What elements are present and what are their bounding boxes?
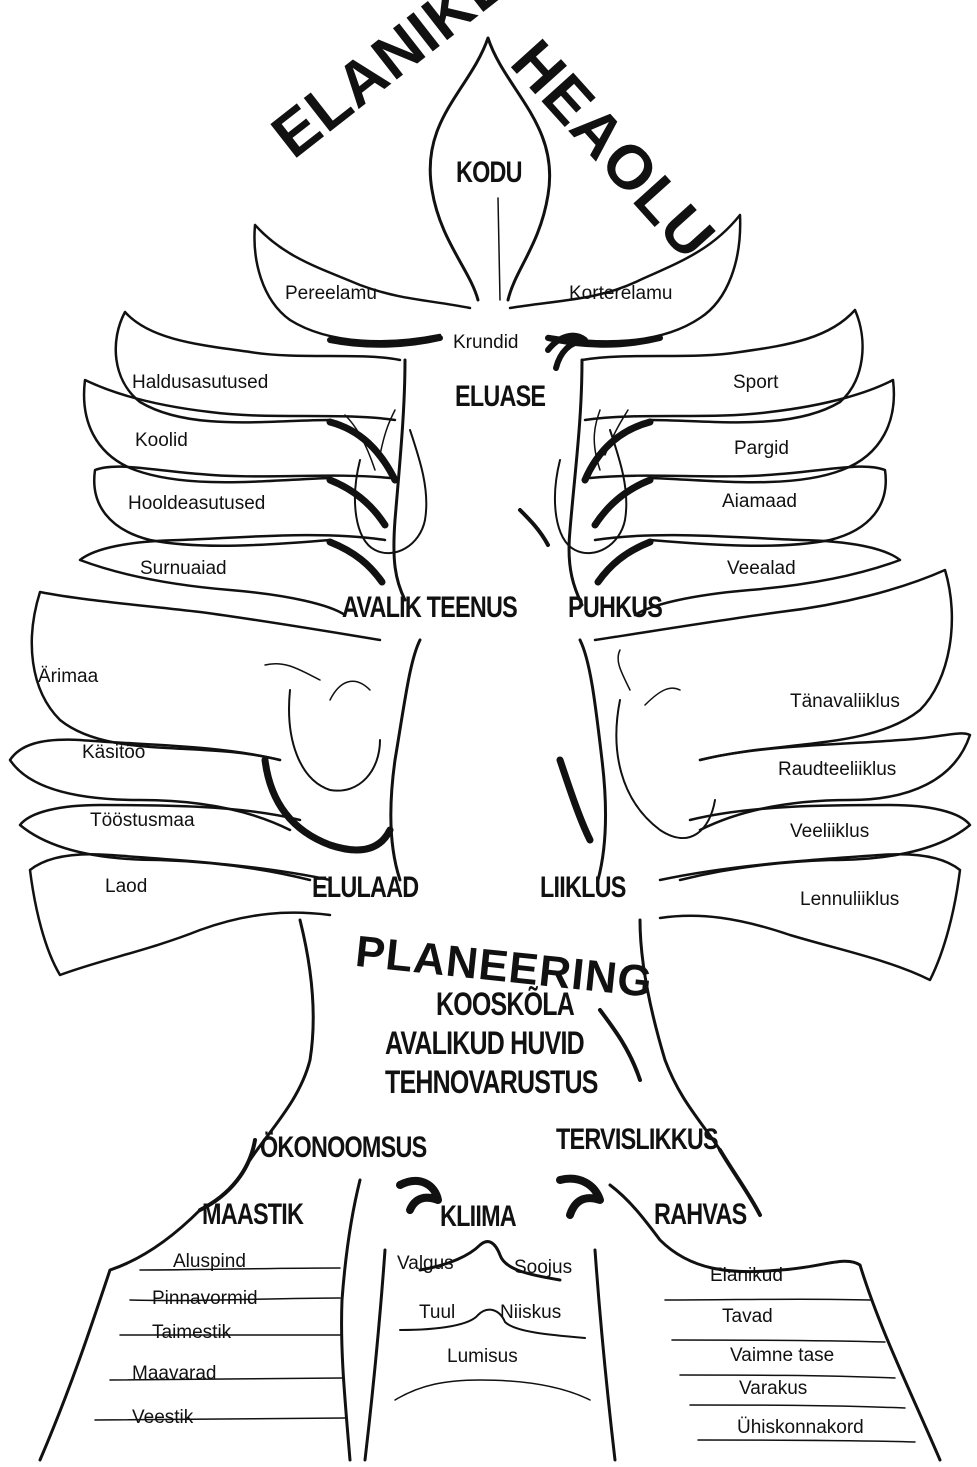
haldusasutused-leaf <box>116 312 400 422</box>
lumisus-label: Lumisus <box>447 1347 518 1366</box>
laod-leaf <box>30 854 330 975</box>
maavarad-label: Maavarad <box>132 1364 217 1383</box>
kodu-label: KODU <box>456 158 522 188</box>
valgus-label: Valgus <box>397 1254 454 1273</box>
raudteeliiklus-leaf <box>700 733 970 830</box>
sport-leaf <box>582 310 863 422</box>
pereelamu-label: Pereelamu <box>285 284 377 303</box>
tehnovarustus-label: TEHNOVARUSTUS <box>385 1066 598 1098</box>
lennuliiklus-label: Lennuliiklus <box>800 890 899 909</box>
rahvas-label: RAHVAS <box>654 1200 746 1230</box>
sport-label: Sport <box>733 373 778 392</box>
koolid-label: Koolid <box>135 431 188 450</box>
elulaad-label: ELULAAD <box>312 873 418 903</box>
krundid-label: Krundid <box>453 333 519 352</box>
varakus-label: Varakus <box>739 1379 807 1398</box>
soojus-label: Soojus <box>514 1258 572 1277</box>
hooldeasutused-label: Hooldeasutused <box>128 494 265 513</box>
aiamaad-label: Aiamaad <box>722 492 797 511</box>
laod-label: Laod <box>105 877 147 896</box>
liiklus-label: LIIKLUS <box>540 873 626 903</box>
puhkus-label: PUHKUS <box>568 593 662 623</box>
veeliiklus-label: Veeliiklus <box>790 822 869 841</box>
niiskus-label: Niiskus <box>500 1303 561 1322</box>
avalik-teenus-label: AVALIK TEENUS <box>342 593 517 623</box>
veealad-label: Veealad <box>727 559 796 578</box>
aluspind-label: Aluspind <box>173 1252 246 1271</box>
kooskola-label: KOOSKÕLA <box>436 988 574 1020</box>
tuul-label: Tuul <box>419 1303 455 1322</box>
korterelamu-label: Korterelamu <box>569 284 673 303</box>
pinnavormid-label: Pinnavormid <box>152 1289 258 1308</box>
arimaa-label: Ärimaa <box>38 667 98 686</box>
vaimne-tase-label: Vaimne tase <box>730 1346 834 1365</box>
raudteeliiklus-label: Raudteeliiklus <box>778 760 896 779</box>
tavad-label: Tavad <box>722 1307 773 1326</box>
okonoomsus-label: ÖKONOOMSUS <box>260 1133 426 1163</box>
pargid-label: Pargid <box>734 439 789 458</box>
kliima-label: KLIIMA <box>440 1202 516 1232</box>
tervislikkus-label: TERVISLIKKUS <box>556 1125 718 1155</box>
eluase-label: ELUASE <box>455 382 545 412</box>
elanikud-label: Elanikud <box>710 1266 783 1285</box>
veestik-label: Veestik <box>132 1408 193 1427</box>
tanavaliiklus-label: Tänavaliiklus <box>790 692 900 711</box>
haldusasutused-label: Haldusasutused <box>132 373 268 392</box>
avalikud-huvid-label: AVALIKUD HUVID <box>385 1027 584 1059</box>
kasitoo-label: Käsitöö <box>82 743 145 762</box>
kliima-root <box>365 1250 385 1460</box>
maastik-label: MAASTIK <box>202 1200 303 1230</box>
taimestik-label: Taimestik <box>152 1323 231 1342</box>
surnuaiad-label: Surnuaiad <box>140 559 227 578</box>
uhiskonnakord-label: Ühiskonnakord <box>737 1418 864 1437</box>
toostusmaa-label: Tööstusmaa <box>90 811 195 830</box>
